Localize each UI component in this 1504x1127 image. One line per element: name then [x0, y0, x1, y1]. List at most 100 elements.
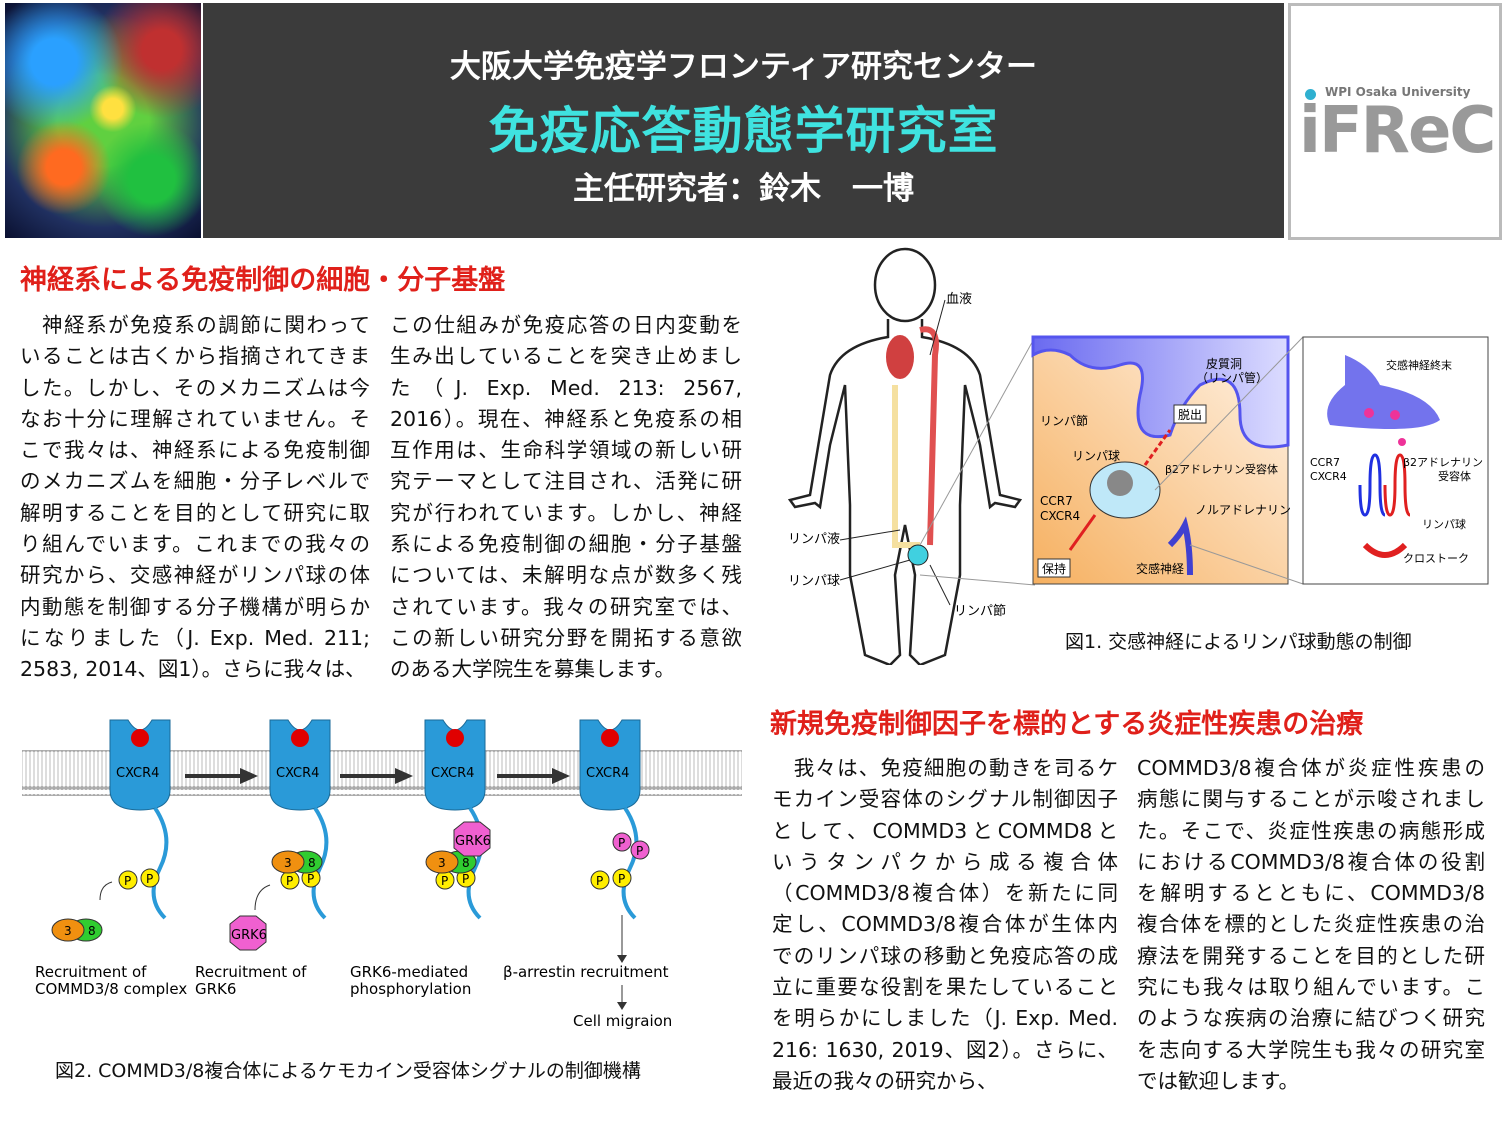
- label-blood: 血液: [946, 292, 972, 307]
- text-line: この仕組みが免疫応答の日内変動を: [390, 313, 742, 337]
- commd3-icon: [425, 850, 459, 874]
- down-arrows: [617, 915, 627, 1010]
- microscopy-image: [5, 3, 201, 238]
- text-line: のような疾病の治療に結びつく研究: [1137, 1006, 1485, 1031]
- commd8-label: 8: [462, 856, 470, 870]
- human-body-outline: [787, 247, 1023, 665]
- figure2-caption: 図2. COMMD3/8複合体によるケモカイン受容体シグナルの制御機構: [55, 1060, 641, 1082]
- text-line: 内動態を制御する分子機構が明らか: [20, 594, 370, 619]
- text-line: 解明することを目的として研究に取: [20, 500, 370, 525]
- text-line: 最近の我々の研究から、: [772, 1068, 998, 1093]
- text-line: 究が行われています。しかし、神経: [390, 500, 742, 525]
- phosphate-icon: [118, 870, 138, 890]
- step-label-line1: Recruitment of: [195, 963, 307, 981]
- phosphate-label: P: [286, 874, 293, 888]
- text-line: 研究から、交感神経がリンパ球の体: [20, 563, 370, 588]
- text-line: いることは古くから指摘されてきま: [20, 344, 370, 369]
- text-line: 究テーマとして注目され、活発に研: [390, 469, 742, 494]
- label-receptor: 受容体: [1438, 469, 1471, 483]
- text-line: 神経系が免疫系の調節に関わって: [20, 313, 370, 337]
- lymph-node-icon: [907, 544, 929, 566]
- text-line: 立に重要な役割を果たしていること: [772, 975, 1118, 1000]
- text-line: を明らかにしました（J. Exp. Med.: [772, 1006, 1118, 1031]
- text-line: （COMMD3/8複合体）を新たに同: [772, 881, 1118, 906]
- text-line: になりました（J. Exp. Med. 211;: [20, 625, 370, 650]
- label-ccr7: CCR7: [1310, 456, 1340, 469]
- lab-title: 免疫応答動態学研究室: [488, 102, 999, 160]
- section1-column1: 神経系が免疫系の調節に関わっていることは古くから指摘されてきました。しかし、その…: [20, 310, 370, 686]
- text-line: した。しかし、そのメカニズムは今: [20, 375, 370, 400]
- text-line: 2016）。現在、神経系と免疫系の相: [390, 406, 742, 431]
- recruit-arrow: [254, 884, 271, 911]
- text-line: では歓迎します。: [1137, 1068, 1299, 1093]
- step-label-line2: phosphorylation: [350, 980, 471, 998]
- label-b2-adrenaline: β2アドレナリン: [1403, 456, 1483, 469]
- label-nerve-terminal: 交感神経終末: [1386, 358, 1452, 372]
- text-line: こで我々は、神経系による免疫制御: [20, 438, 370, 463]
- text-line: のメカニズムを細胞・分子レベルで: [20, 469, 370, 494]
- label-noradrenaline: ノルアドレナリン: [1195, 503, 1291, 517]
- step-label-line2: GRK6: [195, 980, 236, 998]
- phosphate-label: P: [462, 872, 469, 886]
- text-line: 複合体を標的とした炎症性疾患の治: [1137, 912, 1485, 937]
- label-lymphocyte: リンパ球: [788, 574, 840, 589]
- text-line: として、COMMD3とCOMMD8と: [772, 818, 1118, 843]
- label-b2-receptor: β2アドレナリン受容体: [1165, 462, 1278, 476]
- receptor-tail: [621, 806, 639, 920]
- commd3-label: 3: [284, 856, 292, 870]
- step-label-line1: GRK6-mediated: [350, 963, 468, 981]
- commd3-label: 3: [438, 856, 446, 870]
- figure1-caption: 図1. 交感神経によるリンパ球動態の制御: [1065, 631, 1412, 653]
- section2-column2: COMMD3/8複合体が炎症性疾患の病態に関与することが示唆されました。そこで、…: [1137, 753, 1485, 1097]
- label-lymph-fluid: リンパ液: [788, 532, 840, 547]
- text-line: 互作用は、生命科学領域の新しい研: [390, 438, 742, 463]
- text-line: のある大学院生を募集します。: [390, 657, 675, 682]
- text-line: COMMD3/8複合体が炎症性疾患の: [1137, 756, 1485, 780]
- commd8-label: 8: [308, 856, 316, 870]
- phosphate-label: P: [596, 874, 603, 888]
- figure1-panel-b: 交感神経終末 CCR7 CXCR4 β2アドレナリン 受容体 リンパ球 クロスト…: [1302, 336, 1489, 585]
- text-line: なお十分に理解されていません。そ: [20, 406, 370, 431]
- chemokine-ligand-icon: [291, 729, 309, 747]
- label-lymph-node: リンパ節: [1040, 413, 1088, 428]
- label-leader-lines: [839, 299, 951, 606]
- header-banner: 大阪大学免疫学フロンティア研究センター 免疫応答動態学研究室 主任研究者：鈴木 …: [203, 3, 1284, 238]
- text-line: 生み出していることを突き止めまし: [390, 344, 742, 369]
- text-line: た（J. Exp. Med. 213: 2567,: [390, 375, 742, 400]
- phosphate-label: P: [307, 872, 314, 886]
- chemokine-ligand-icon: [446, 729, 464, 747]
- commd3-icon: [51, 918, 85, 942]
- section2-heading: 新規免疫制御因子を標的とする炎症性疾患の治療: [770, 709, 1364, 740]
- label-sinus: 皮質洞: [1206, 356, 1242, 371]
- step-label-line1: Recruitment of: [35, 963, 147, 981]
- text-line: り組んでいます。これまでの我々の: [20, 532, 370, 557]
- phosphate-icon: [630, 840, 650, 860]
- text-line: を志向する大学院生も我々の研究室: [1137, 1037, 1485, 1062]
- text-line: 我々は、免疫細胞の動きを司るケ: [772, 756, 1118, 780]
- text-line: 系による免疫制御の細胞・分子基盤: [390, 532, 742, 557]
- text-line: 2583, 2014、図1）。さらに我々は、: [20, 657, 366, 682]
- cxcr4-label: CXCR4: [276, 766, 319, 781]
- phosphate-icon: [612, 868, 632, 888]
- text-line: でのリンパ球の移動と免疫応答の成: [772, 943, 1118, 968]
- text-line: 病態に関与することが示唆されまし: [1137, 787, 1485, 812]
- institute-title: 大阪大学免疫学フロンティア研究センター: [449, 49, 1038, 85]
- text-line: 究にも我々は取り組んでいます。こ: [1137, 975, 1485, 1000]
- commd3-icon: [271, 850, 305, 874]
- label-crosstalk: クロストーク: [1403, 552, 1469, 565]
- text-line: については、未解明な点が数多く残: [390, 563, 742, 588]
- text-line: た。そこで、炎症性疾患の病態形成: [1137, 818, 1485, 843]
- label-ccr7: CCR7: [1040, 494, 1073, 508]
- label-egress: 脱出: [1178, 407, 1202, 422]
- text-line: いうタンパクから成る複合体: [772, 849, 1118, 874]
- label-lymphocyte: リンパ球: [1422, 517, 1466, 531]
- cxcr4-label: CXCR4: [586, 766, 629, 781]
- logo-text: iFReC: [1299, 94, 1496, 168]
- label-retention: 保持: [1042, 561, 1066, 576]
- phosphate-icon: [612, 832, 632, 852]
- text-line: におけるCOMMD3/8複合体の役割: [1137, 849, 1485, 874]
- cxcr4-label: CXCR4: [116, 766, 159, 781]
- phosphate-icon: [590, 870, 610, 890]
- blood-vessel: [919, 326, 939, 546]
